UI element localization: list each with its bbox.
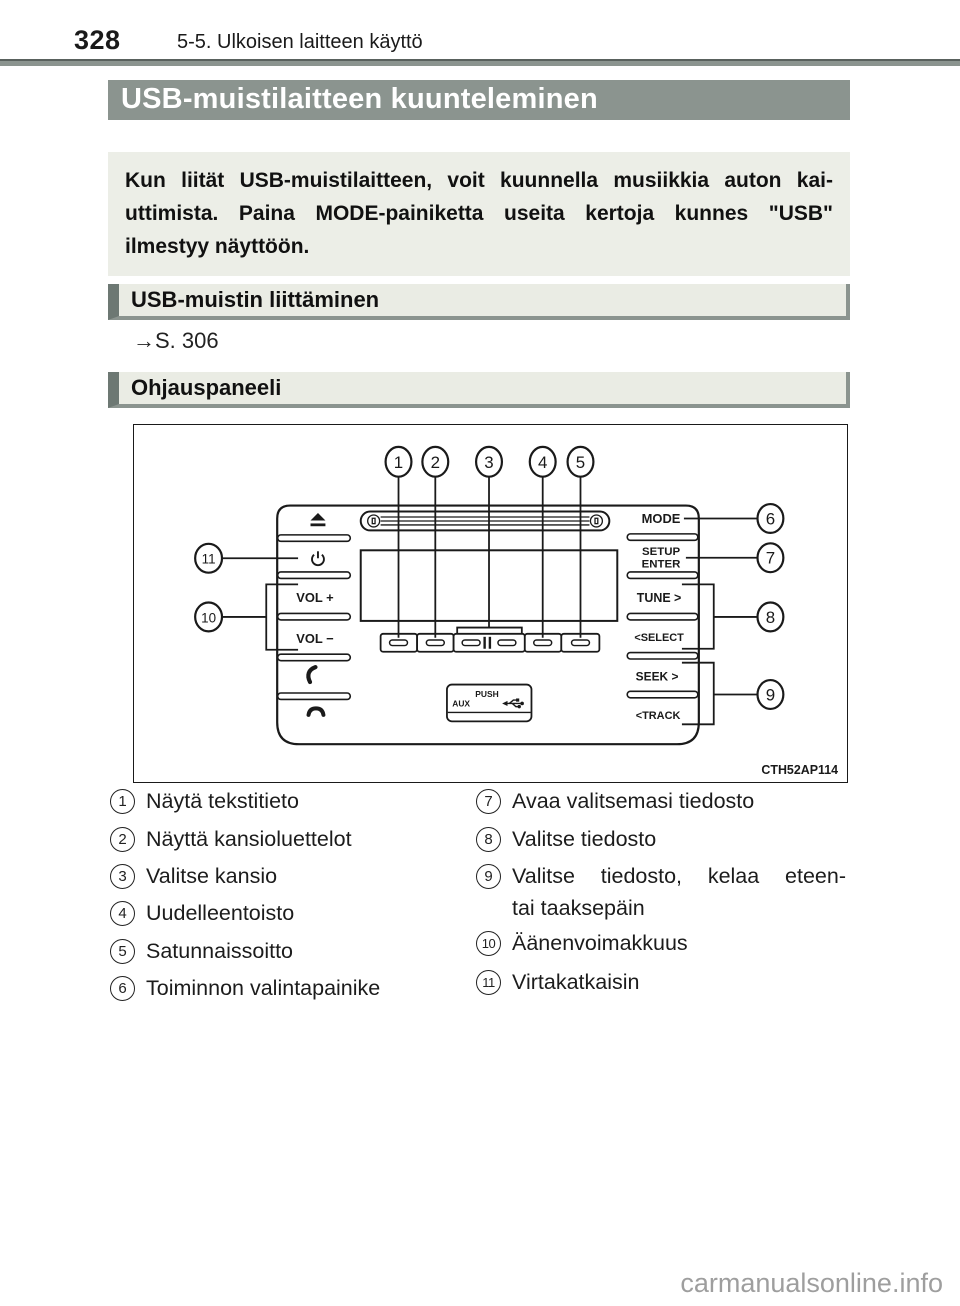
legend-label-5: Satunnaissoitto bbox=[146, 938, 294, 963]
page-title: USB-muistilaitteen kuunteleminen bbox=[121, 83, 598, 115]
legend-item-4: 4 Uudelleentoisto bbox=[110, 901, 294, 926]
legend-item-1: 1 Näytä tekstitieto bbox=[110, 789, 299, 814]
callout-number-3: 3 bbox=[484, 453, 493, 472]
power-icon bbox=[311, 551, 325, 567]
legend-item-3: 3 Valitse kansio bbox=[110, 864, 277, 889]
intro-line: ilmestyy näyttöön. bbox=[125, 235, 310, 258]
legend-label-11: Virtakatkaisin bbox=[512, 970, 640, 994]
intro-line: Kun liität USB-muistilaitteen, voit kuun… bbox=[125, 169, 833, 192]
callout-number-6: 6 bbox=[766, 509, 775, 528]
legend-number-10: 10 bbox=[476, 930, 501, 956]
legend-number-2: 2 bbox=[110, 826, 135, 852]
eject-icon bbox=[310, 513, 326, 527]
legend-label-3: Valitse kansio bbox=[146, 864, 278, 888]
page-reference: →S. 306 bbox=[133, 328, 219, 353]
right-button-dividers bbox=[626, 533, 699, 699]
volume-up-label: VOL + bbox=[296, 590, 334, 605]
section-heading-control-panel: Ohjauspaneeli bbox=[108, 372, 850, 408]
left-button-dividers bbox=[276, 534, 352, 701]
aux-label: AUX bbox=[452, 698, 470, 708]
legend-item-10: 10 Äänenvoimakkuus bbox=[476, 930, 688, 956]
legend-label-4: Uudelleentoisto bbox=[146, 901, 295, 925]
legend-item-8: 8 Valitse tiedosto bbox=[476, 826, 657, 852]
push-label: PUSH bbox=[475, 689, 498, 699]
mode-button-label: MODE bbox=[642, 511, 681, 526]
legend-number-7: 7 bbox=[476, 789, 501, 814]
callout-number-1: 1 bbox=[394, 453, 403, 472]
title-bar: USB-muistilaitteen kuunteleminen bbox=[108, 80, 850, 120]
control-panel-figure: 1 2 3 4 5 6 7 8 9 10 11 MODE SETUP ENTER… bbox=[133, 424, 848, 783]
legend-label-9-line2: tai taaksepäin bbox=[512, 895, 645, 920]
legend-number-9: 9 bbox=[476, 864, 501, 889]
callout-number-11: 11 bbox=[202, 552, 216, 567]
intro-box: Kun liität USB-muistilaitteen, voit kuun… bbox=[108, 152, 850, 276]
volume-down-label: VOL − bbox=[296, 631, 333, 646]
legend-label-7: Avaa valitsemasi tiedosto bbox=[512, 789, 755, 813]
callout-number-4: 4 bbox=[538, 453, 547, 472]
figure-code: CTH52AP114 bbox=[761, 763, 838, 777]
legend-label-2: Näyttä kansioluettelot bbox=[146, 826, 352, 851]
legend-label-1: Näytä tekstitieto bbox=[146, 789, 299, 813]
phone-hangup-icon bbox=[306, 706, 326, 717]
chapter-heading: 5-5. Ulkoisen laitteen käyttö bbox=[177, 31, 423, 53]
legend-label-6: Toiminnon valintapainike bbox=[146, 976, 381, 1000]
legend-label-8: Valitse tiedosto bbox=[512, 826, 657, 851]
legend-number-1: 1 bbox=[110, 789, 135, 814]
intro-line: uttimista. Paina MODE-painiketta useita … bbox=[125, 202, 833, 225]
callout-number-8: 8 bbox=[766, 608, 775, 627]
legend-item-9: 9 Valitse tiedosto, kelaa eteen-tai taak… bbox=[476, 864, 846, 921]
legend-item-11: 11 Virtakatkaisin bbox=[476, 970, 639, 995]
callout-circles bbox=[194, 445, 785, 711]
legend-number-8: 8 bbox=[476, 826, 501, 852]
legend-item-5: 5 Satunnaissoitto bbox=[110, 938, 294, 964]
legend-number-6: 6 bbox=[110, 976, 135, 1001]
callout-lines-left bbox=[222, 557, 299, 651]
callout-number-10: 10 bbox=[201, 610, 216, 625]
legend-number-4: 4 bbox=[110, 901, 135, 926]
legend-number-5: 5 bbox=[110, 938, 135, 964]
callout-number-5: 5 bbox=[576, 453, 585, 472]
watermark: carmanualsonline.info bbox=[680, 1268, 943, 1298]
control-panel-diagram: 1 2 3 4 5 6 7 8 9 10 11 MODE SETUP ENTER… bbox=[194, 445, 838, 777]
seek-button-label: SEEK > bbox=[636, 670, 679, 684]
aux-usb-port bbox=[446, 683, 533, 723]
legend-number-3: 3 bbox=[110, 864, 135, 889]
callout-number-7: 7 bbox=[766, 549, 775, 568]
callout-lines-top bbox=[397, 476, 582, 638]
page-number: 328 bbox=[74, 25, 121, 55]
phone-pickup-icon bbox=[306, 665, 318, 685]
section-heading-usb-connect: USB-muistin liittäminen bbox=[108, 284, 850, 320]
legend-item-7: 7 Avaa valitsemasi tiedosto bbox=[476, 789, 754, 814]
track-button-label: <TRACK bbox=[636, 710, 681, 722]
tune-button-label: TUNE > bbox=[637, 591, 682, 605]
callout-number-2: 2 bbox=[431, 453, 440, 472]
select-button-label: <SELECT bbox=[634, 632, 684, 644]
header-rule bbox=[0, 59, 960, 66]
callout-lines-right bbox=[681, 517, 758, 726]
legend-number-11: 11 bbox=[476, 970, 501, 995]
enter-button-label: ENTER bbox=[642, 559, 681, 571]
legend-item-2: 2 Näyttä kansioluettelot bbox=[110, 826, 352, 852]
usb-icon bbox=[502, 698, 524, 709]
legend-label-10: Äänenvoimakkuus bbox=[512, 930, 688, 955]
callout-number-9: 9 bbox=[766, 685, 775, 704]
legend-label-9: Valitse tiedosto, kelaa eteen-tai taakse… bbox=[512, 864, 846, 921]
legend-label-9-line1: Valitse tiedosto, kelaa eteen- bbox=[512, 864, 846, 888]
setup-button-label: SETUP bbox=[642, 546, 680, 558]
preset-button-row bbox=[379, 632, 601, 653]
legend-item-6: 6 Toiminnon valintapainike bbox=[110, 976, 380, 1001]
cd-slot bbox=[359, 510, 611, 532]
